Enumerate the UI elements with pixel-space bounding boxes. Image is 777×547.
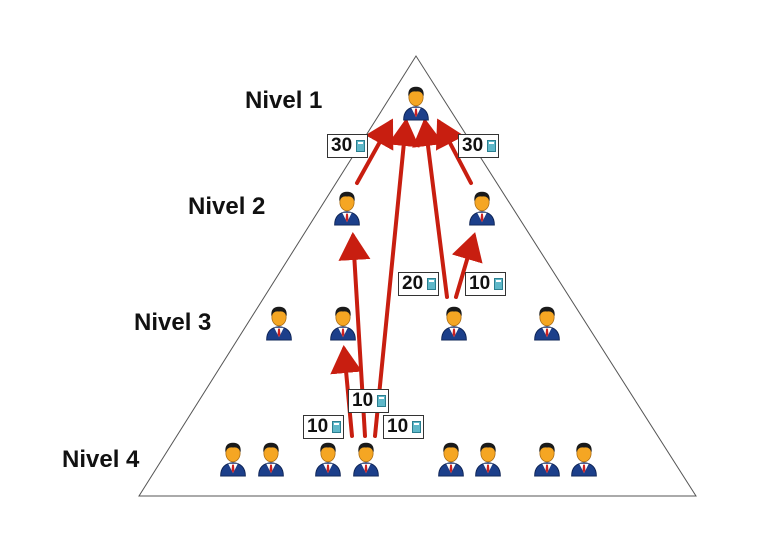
amount-value: 10: [352, 390, 374, 411]
coin-icon: [427, 278, 437, 290]
coin-icon: [377, 395, 387, 407]
amount-box: 10: [348, 389, 390, 413]
arrow-n3mid-to-n2right: [451, 232, 483, 299]
amount-box: 10: [383, 415, 425, 439]
amount-box: 30: [458, 134, 500, 158]
coin-icon: [494, 278, 504, 290]
level-2-label: Nivel 2: [188, 193, 266, 220]
level-4-label: Nivel 4: [62, 446, 140, 473]
coin-icon: [332, 421, 342, 433]
amount-box: 10: [465, 272, 507, 296]
arrow-n2right-to-n1: [435, 118, 473, 185]
coin-icon: [356, 140, 366, 152]
level-1-label: Nivel 1: [245, 87, 323, 114]
arrow-n2left-to-n1: [355, 118, 394, 185]
amount-box: 30: [327, 134, 369, 158]
coin-icon: [487, 140, 497, 152]
amount-value: 20: [402, 273, 424, 294]
amount-value: 10: [307, 416, 329, 437]
amount-value: 10: [469, 273, 491, 294]
arrow-n3mid-to-n1: [412, 118, 449, 299]
amount-value: 30: [462, 135, 484, 156]
amount-value: 30: [331, 135, 353, 156]
amount-box: 20: [398, 272, 440, 296]
coin-icon: [412, 421, 422, 433]
level-3-label: Nivel 3: [134, 309, 212, 336]
arrow-n4-to-n1: [373, 118, 420, 438]
amount-value: 10: [387, 416, 409, 437]
amount-box: 10: [303, 415, 345, 439]
